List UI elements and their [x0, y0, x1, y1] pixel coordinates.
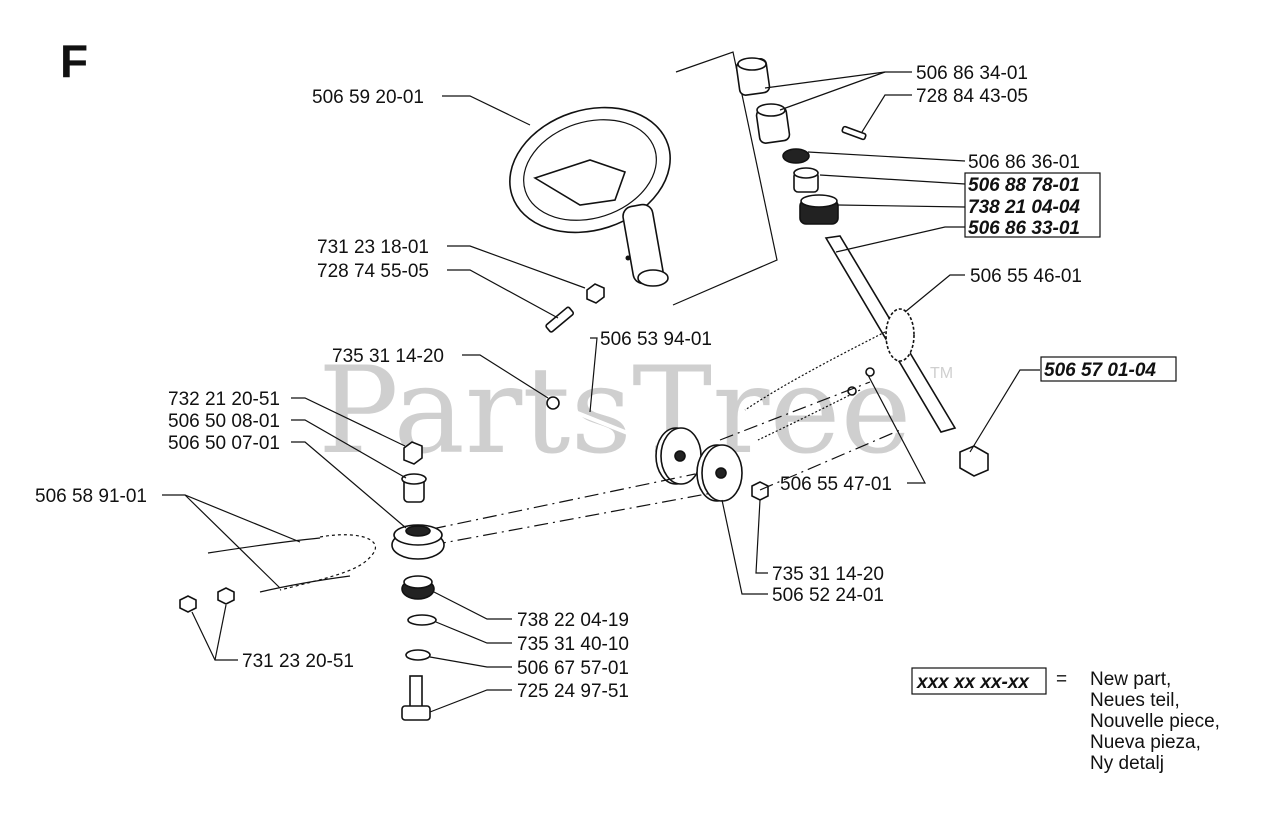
legend-line: Ny detalj	[1090, 753, 1164, 774]
part-label: 506 53 94-01	[600, 329, 712, 350]
new-part-label: 506 88 78-01	[968, 175, 1080, 196]
alignment-lines	[431, 381, 901, 546]
watermark-trademark: TM	[930, 365, 953, 382]
new-part-box	[964, 172, 1101, 238]
part-label: 735 31 40-10	[517, 634, 629, 655]
part-label: 731 23 20-51	[242, 651, 354, 672]
part-label: 506 52 24-01	[772, 585, 884, 606]
part-label: 506 50 08-01	[168, 411, 280, 432]
part-label: 506 67 57-01	[517, 658, 629, 679]
pulleys-drawing	[546, 396, 769, 502]
part-label: 728 74 55-05	[317, 261, 429, 282]
legend-line: Nueva pieza,	[1090, 732, 1201, 753]
leader-lines	[162, 71, 1040, 713]
part-label: 506 86 36-01	[968, 152, 1080, 173]
lower-pivot-assembly-drawing	[179, 441, 445, 721]
steering-column-drawing	[735, 57, 989, 477]
part-label: 506 55 47-01	[780, 474, 892, 495]
part-label: 506 59 20-01	[312, 87, 424, 108]
part-label: 506 50 07-01	[168, 433, 280, 454]
new-part-label: 506 86 33-01	[968, 218, 1080, 239]
legend-equals: =	[1056, 669, 1067, 690]
legend-line: Neues teil,	[1090, 690, 1180, 711]
part-label: 506 86 34-01	[916, 63, 1028, 84]
part-label: 735 31 14-20	[772, 564, 884, 585]
new-part-box	[1040, 356, 1177, 382]
part-label: 725 24 97-51	[517, 681, 629, 702]
part-label: 728 84 43-05	[916, 86, 1028, 107]
part-label: 731 23 18-01	[317, 237, 429, 258]
legend: xxx xx xx-xx = New part, Neues teil, Nou…	[911, 667, 1220, 774]
legend-line: New part,	[1090, 669, 1171, 690]
part-label: 732 21 20-51	[168, 389, 280, 410]
new-part-label: 506 57 01-04	[1044, 360, 1156, 381]
new-part-label: 738 21 04-04	[968, 197, 1080, 218]
part-labels: 506 86 34-01 728 84 43-05 506 86 36-01 5…	[35, 63, 1177, 702]
wheel-nut-bolt-drawing	[545, 283, 605, 333]
legend-symbol-box	[911, 667, 1047, 695]
part-label: 738 22 04-19	[517, 610, 629, 631]
legend-symbol: xxx xx xx-xx	[916, 672, 1030, 693]
part-label: 506 58 91-01	[35, 486, 147, 507]
part-label: 506 55 46-01	[970, 266, 1082, 287]
section-letter: F	[60, 35, 88, 87]
steering-wheel-drawing	[509, 51, 778, 306]
part-label: 735 31 14-20	[332, 346, 444, 367]
legend-line: Nouvelle piece,	[1090, 711, 1220, 732]
